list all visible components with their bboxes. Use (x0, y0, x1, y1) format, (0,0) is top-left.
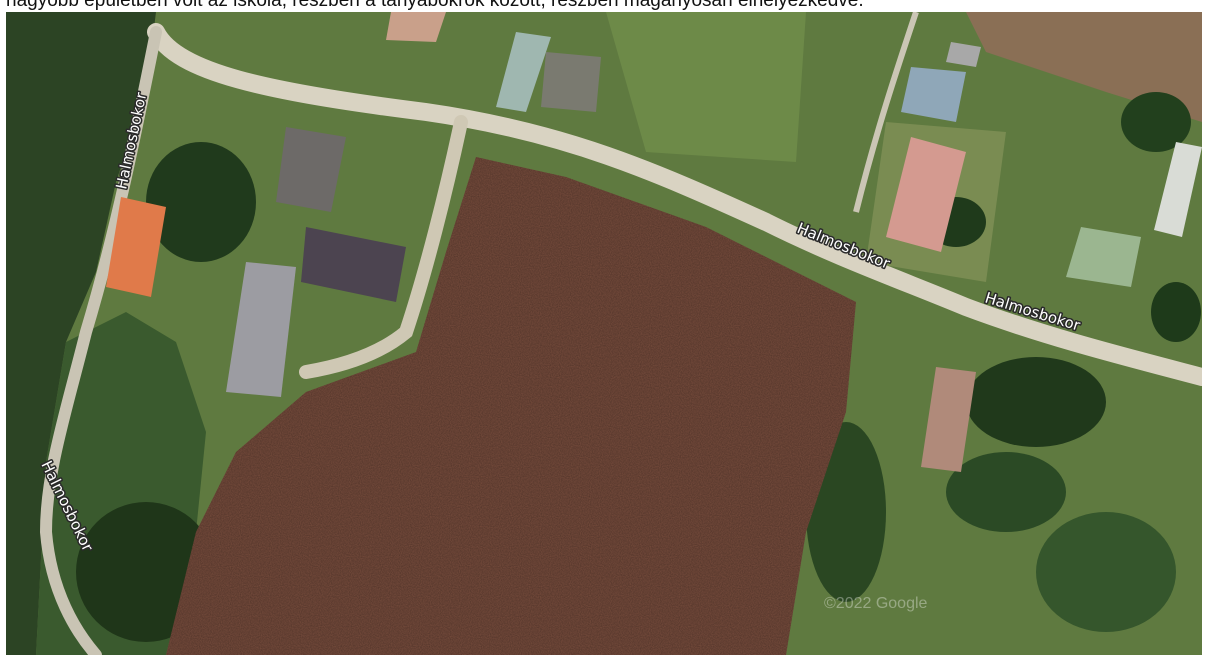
plowed-field-texture (166, 157, 856, 655)
tree-cluster-i (1036, 512, 1176, 632)
field-top-middle (606, 12, 806, 162)
caption-text: nagyobb épületben volt az iskola, részbe… (6, 0, 864, 11)
greenhouse-top (496, 32, 551, 112)
building-grey-roof-a (276, 127, 346, 212)
satellite-map[interactable]: Halmosbokor Halmosbokor Halmosbokor Halm… (6, 12, 1202, 655)
road-right-cross (853, 12, 919, 213)
google-watermark: ©2022 Google (824, 595, 928, 612)
building-right-lower (921, 367, 976, 472)
road-left (39, 26, 162, 655)
tree-cluster-c (966, 357, 1106, 447)
tree-cluster-e (1121, 92, 1191, 152)
building-orange-roof (106, 197, 166, 297)
building-top-house (386, 12, 446, 42)
tree-cluster-a (146, 142, 256, 262)
map-imagery: Halmosbokor Halmosbokor Halmosbokor Halm… (6, 12, 1202, 655)
building-pink-roof (886, 137, 966, 252)
building-barn-dark (301, 227, 406, 302)
tree-cluster-f (1151, 282, 1201, 342)
road-side-lane (299, 115, 468, 379)
road-main (147, 23, 1202, 386)
building-long-barn (226, 262, 296, 397)
greenhouse-right (1154, 142, 1202, 237)
caption-bar: nagyobb épületben volt az iskola, részbe… (0, 0, 1206, 12)
building-top-right (946, 42, 981, 67)
building-green-roof (1066, 227, 1141, 287)
building-top-center (541, 52, 601, 112)
tree-cluster-h (946, 452, 1066, 532)
building-blue-roof (901, 67, 966, 122)
